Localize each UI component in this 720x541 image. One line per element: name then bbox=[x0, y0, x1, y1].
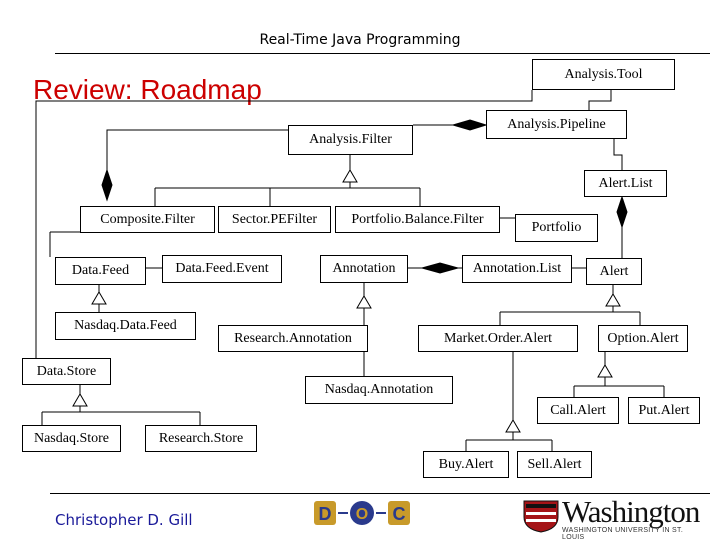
pipeline-aggregation-diamond bbox=[451, 119, 488, 131]
filter-gen-triangle bbox=[342, 169, 358, 183]
class-research-annotation: Research.Annotation bbox=[218, 325, 368, 352]
class-nasdaq-store: Nasdaq.Store bbox=[22, 425, 121, 452]
class-portfolio: Portfolio bbox=[515, 214, 598, 242]
annotationlist-aggregation-diamond bbox=[420, 262, 460, 274]
datafeed-gen-triangle bbox=[91, 291, 107, 305]
class-data-feed: Data.Feed bbox=[55, 257, 146, 285]
author-name: Christopher D. Gill bbox=[55, 511, 193, 529]
class-sell-alert: Sell.Alert bbox=[517, 451, 592, 478]
class-research-store: Research.Store bbox=[145, 425, 257, 452]
header-divider bbox=[55, 53, 710, 54]
class-data-feed-event: Data.Feed.Event bbox=[162, 255, 282, 283]
tool-pipeline-link bbox=[588, 90, 612, 110]
class-analysis-filter: Analysis.Filter bbox=[288, 125, 413, 155]
doc-logo-letter-c: C bbox=[393, 504, 406, 524]
class-buy-alert: Buy.Alert bbox=[423, 451, 509, 478]
class-annotation-list: Annotation.List bbox=[462, 255, 572, 283]
doc-logo: D O C bbox=[314, 501, 410, 525]
university-subtitle: WASHINGTON UNIVERSITY IN ST. LOUIS bbox=[562, 527, 684, 541]
class-annotation: Annotation bbox=[320, 255, 408, 283]
class-put-alert: Put.Alert bbox=[628, 397, 700, 424]
tool-datastore-link bbox=[35, 90, 533, 362]
annotation-gen-triangle bbox=[356, 295, 372, 309]
class-nasdaq-annotation: Nasdaq.Annotation bbox=[305, 376, 453, 404]
pipeline-alertlist-link bbox=[613, 139, 623, 170]
class-data-store: Data.Store bbox=[22, 358, 111, 385]
class-nasdaq-data-feed: Nasdaq.Data.Feed bbox=[55, 312, 196, 340]
optionalert-gen-triangle bbox=[597, 364, 613, 378]
marketorder-gen-triangle bbox=[505, 419, 521, 433]
class-composite-filter: Composite.Filter bbox=[80, 206, 215, 233]
class-market-order-alert: Market.Order.Alert bbox=[418, 325, 578, 352]
class-alert-list: Alert.List bbox=[584, 170, 667, 197]
course-title: Real-Time Java Programming bbox=[259, 32, 461, 48]
washington-university-logo: Washington WASHINGTON UNIVERSITY IN ST. … bbox=[522, 494, 700, 541]
university-shield-icon bbox=[523, 500, 559, 533]
class-sector-pe-filter: Sector.PEFilter bbox=[218, 206, 331, 233]
class-portfolio-balance-filter: Portfolio.Balance.Filter bbox=[335, 206, 500, 233]
class-analysis-pipeline: Analysis.Pipeline bbox=[486, 110, 627, 139]
footer-divider bbox=[50, 493, 710, 494]
doc-logo-letter-o: O bbox=[356, 506, 368, 523]
class-analysis-tool: Analysis.Tool bbox=[532, 59, 675, 90]
class-call-alert: Call.Alert bbox=[537, 397, 619, 424]
datastore-gen-triangle bbox=[72, 393, 88, 407]
class-option-alert: Option.Alert bbox=[598, 325, 688, 352]
alert-gen-triangle bbox=[605, 293, 621, 307]
composite-aggregation-diamond bbox=[101, 168, 113, 202]
doc-logo-letter-d: D bbox=[319, 504, 332, 524]
alertlist-aggregation-diamond bbox=[616, 195, 628, 229]
slide-title: Review: Roadmap bbox=[33, 74, 262, 105]
composite-filter-link bbox=[106, 129, 288, 200]
class-alert: Alert bbox=[586, 258, 642, 285]
university-wordmark: Washington bbox=[562, 494, 700, 529]
